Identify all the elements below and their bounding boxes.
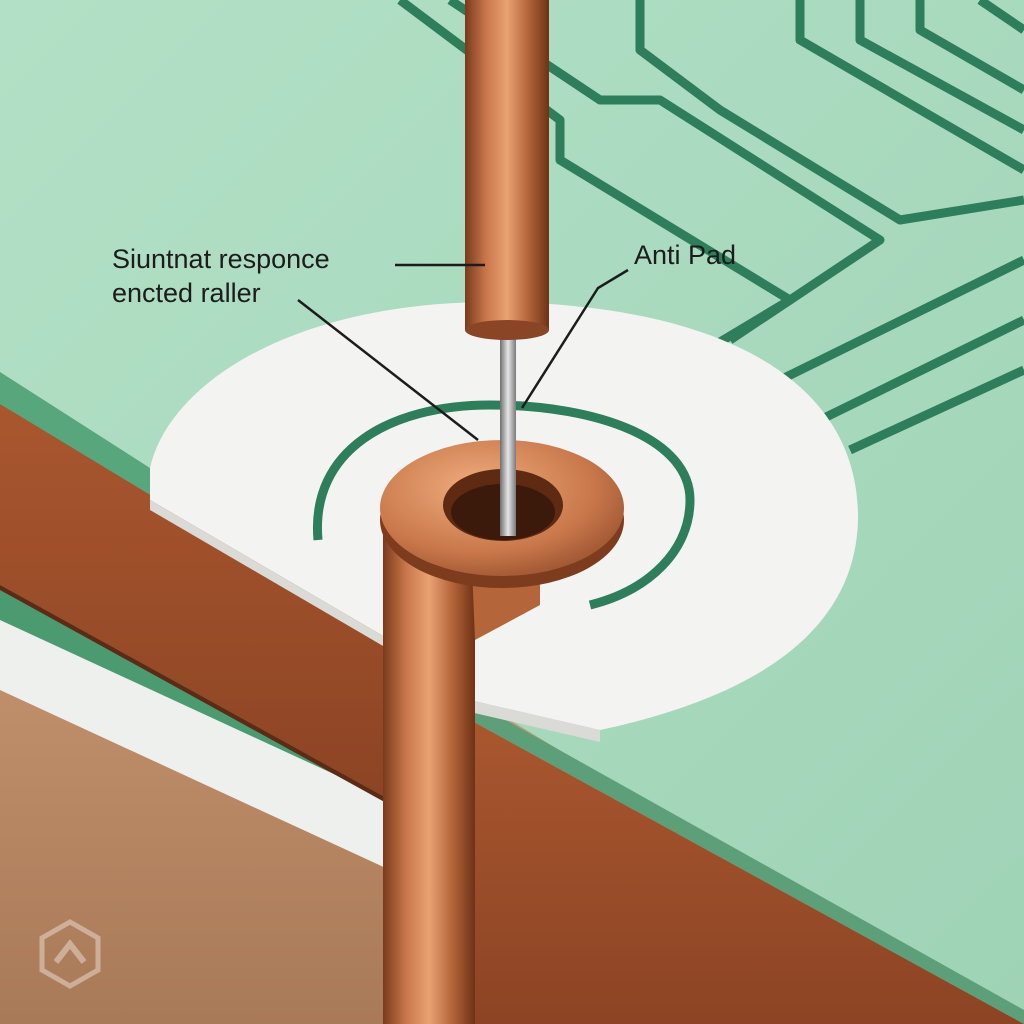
antipad-leader-line — [520, 268, 629, 409]
callout-lines — [297, 263, 629, 441]
watermark-logo-icon — [39, 919, 101, 989]
board-cross-section-right — [470, 700, 1024, 1024]
antipad-label: Anti Pad — [634, 240, 736, 270]
copper-rod — [465, 0, 549, 340]
stub-label-line2: encted raller — [112, 278, 261, 308]
board-cross-section-left — [0, 372, 390, 805]
via-barrel — [383, 510, 540, 1024]
stub-needle — [500, 336, 516, 536]
raller-leader-line — [297, 299, 479, 441]
stub-label-line1: Siuntnat responce — [112, 244, 330, 274]
